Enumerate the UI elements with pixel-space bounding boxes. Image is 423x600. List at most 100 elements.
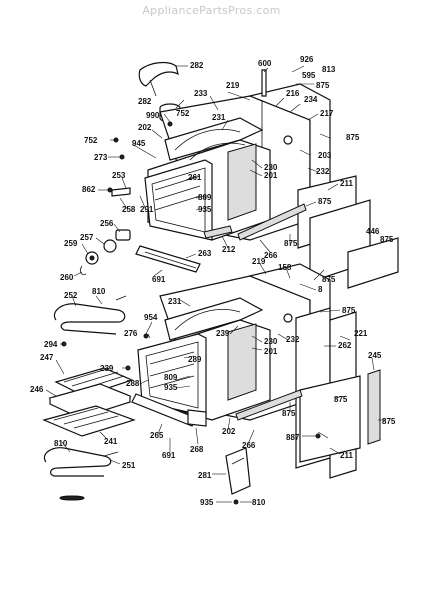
rail-part-263-691[interactable] — [135, 245, 201, 273]
vent-duct-part-282[interactable] — [138, 61, 179, 97]
label-216[interactable]: 216 — [286, 89, 300, 98]
label-875-d[interactable]: 875 — [380, 235, 394, 244]
label-810-lower[interactable]: 810 — [54, 439, 68, 448]
label-990[interactable]: 990 — [146, 111, 160, 120]
label-217[interactable]: 217 — [320, 109, 334, 118]
label-211-upper[interactable]: 211 — [340, 179, 353, 188]
label-233[interactable]: 233 — [194, 89, 208, 98]
label-954[interactable]: 954 — [144, 313, 158, 322]
label-291[interactable]: 291 — [140, 205, 154, 214]
label-239-lower[interactable]: 239 — [100, 364, 114, 373]
label-230-upper[interactable]: 230 — [264, 163, 278, 172]
label-211-lower[interactable]: 211 — [340, 451, 353, 460]
label-201-upper[interactable]: 201 — [264, 171, 278, 180]
igniter-part-253[interactable] — [111, 187, 131, 197]
label-234[interactable]: 234 — [304, 95, 318, 104]
label-232-lower[interactable]: 232 — [286, 335, 300, 344]
label-288[interactable]: 288 — [126, 379, 140, 388]
label-809-upper[interactable]: 809 — [198, 193, 212, 202]
label-810-upper[interactable]: 810 — [92, 287, 106, 296]
label-752-b[interactable]: 752 — [176, 109, 190, 118]
label-266-lower[interactable]: 266 — [242, 441, 256, 450]
label-935-lower[interactable]: 935 — [164, 383, 178, 392]
label-259[interactable]: 259 — [64, 239, 78, 248]
label-231-upper[interactable]: 231 — [212, 113, 226, 122]
oven-rack-part-241[interactable] — [42, 405, 136, 437]
label-256[interactable]: 256 — [100, 219, 114, 228]
label-239-upper[interactable]: 239 — [216, 329, 230, 338]
screw-part-935c[interactable] — [233, 499, 239, 505]
label-875-j-right[interactable]: 875 — [382, 417, 396, 426]
rail-part-265-691[interactable] — [131, 393, 197, 427]
label-202-lower[interactable]: 202 — [222, 427, 236, 436]
label-258[interactable]: 258 — [122, 205, 136, 214]
label-813[interactable]: 813 — [322, 65, 336, 74]
label-251[interactable]: 251 — [122, 461, 136, 470]
label-446[interactable]: 446 — [366, 227, 380, 236]
label-219-lower[interactable]: 219 — [252, 257, 266, 266]
label-282-vent[interactable]: 282 — [190, 61, 204, 70]
spring-clip-part-260[interactable] — [79, 265, 87, 275]
label-887[interactable]: 887 — [286, 433, 300, 442]
label-241[interactable]: 241 — [104, 437, 118, 446]
label-935-upper[interactable]: 935 — [198, 205, 212, 214]
lower-oven-front-frame[interactable] — [137, 333, 207, 417]
label-875-g[interactable]: 875 — [342, 306, 356, 315]
label-262[interactable]: 262 — [338, 341, 352, 350]
label-8[interactable]: 8 — [318, 285, 323, 294]
label-245[interactable]: 245 — [368, 351, 382, 360]
trim-part-245[interactable] — [367, 369, 381, 445]
foil-part[interactable] — [59, 495, 85, 501]
label-265[interactable]: 265 — [150, 431, 164, 440]
label-810-hinge[interactable]: 810 — [252, 498, 266, 507]
label-253[interactable]: 253 — [112, 171, 126, 180]
label-257[interactable]: 257 — [80, 233, 94, 242]
rail-part-266-lower[interactable] — [235, 389, 303, 421]
burner-knob-part-259[interactable] — [85, 251, 99, 265]
label-294[interactable]: 294 — [44, 340, 58, 349]
label-809-lower[interactable]: 809 — [164, 373, 178, 382]
label-289[interactable]: 289 — [188, 355, 202, 364]
label-875-b[interactable]: 875 — [346, 133, 360, 142]
label-158[interactable]: 158 — [278, 263, 292, 272]
label-752-a[interactable]: 752 — [84, 136, 98, 145]
label-263[interactable]: 263 — [198, 249, 212, 258]
rail-part-212[interactable] — [203, 225, 233, 239]
hinge-part-281[interactable] — [225, 447, 251, 495]
label-600[interactable]: 600 — [258, 59, 272, 68]
label-268[interactable]: 268 — [190, 445, 204, 454]
label-276[interactable]: 276 — [124, 329, 138, 338]
label-945[interactable]: 945 — [132, 139, 146, 148]
label-260[interactable]: 260 — [60, 273, 74, 282]
orifice-part-257[interactable] — [103, 239, 117, 253]
label-862[interactable]: 862 — [82, 185, 96, 194]
upper-oven-front-frame[interactable] — [144, 159, 213, 241]
label-266-upper[interactable]: 266 — [264, 251, 278, 260]
label-252[interactable]: 252 — [64, 291, 78, 300]
label-232-upper[interactable]: 232 — [316, 167, 330, 176]
label-202-upper[interactable]: 202 — [138, 123, 152, 132]
label-691-upper[interactable]: 691 — [152, 275, 166, 284]
label-219-upper[interactable]: 219 — [226, 81, 240, 90]
valve-part-256[interactable] — [115, 229, 131, 241]
screw-part-862[interactable] — [107, 187, 113, 193]
label-201-lower[interactable]: 201 — [264, 347, 278, 356]
label-203[interactable]: 203 — [318, 151, 332, 160]
label-273[interactable]: 273 — [94, 153, 108, 162]
screw-part-273[interactable] — [119, 154, 125, 160]
label-875-c[interactable]: 875 — [318, 197, 332, 206]
side-panel-part-211-lower[interactable] — [299, 375, 361, 463]
label-875-a[interactable]: 875 — [316, 81, 330, 90]
label-691-lower[interactable]: 691 — [162, 451, 176, 460]
bracket-part-268[interactable] — [187, 409, 207, 427]
broil-element-part-251[interactable] — [43, 447, 119, 477]
bracket-part-600-926[interactable] — [261, 69, 267, 97]
label-935-hinge[interactable]: 935 — [200, 498, 214, 507]
label-246[interactable]: 246 — [30, 385, 44, 394]
label-221[interactable]: 221 — [354, 329, 368, 338]
label-875-i[interactable]: 875 — [282, 409, 296, 418]
screw-part-990[interactable] — [167, 121, 173, 127]
label-875-h[interactable]: 875 — [334, 395, 348, 404]
bake-element-part-252[interactable] — [53, 295, 127, 335]
screw-part-276[interactable] — [143, 333, 149, 339]
